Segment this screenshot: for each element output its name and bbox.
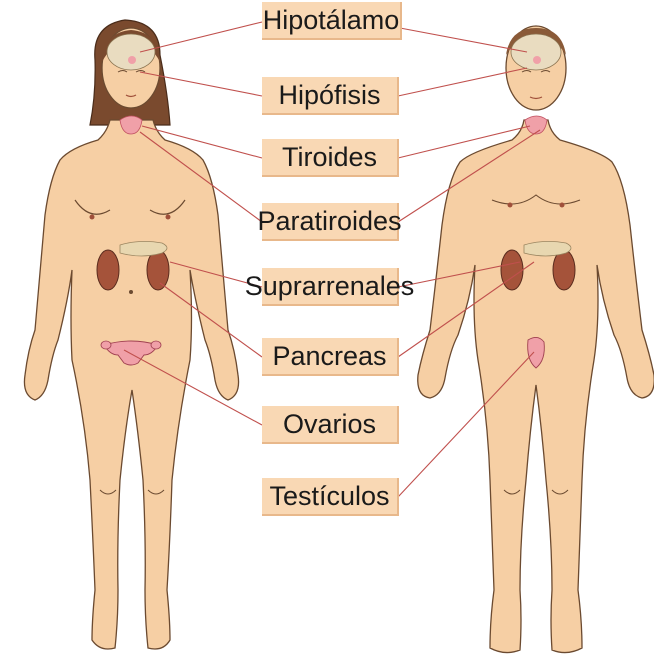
- label-hipofisis: Hipófisis: [262, 77, 399, 115]
- female-kidney-right: [147, 250, 169, 290]
- label-suprarrenales: Suprarrenales: [262, 268, 399, 306]
- label-paratiroides: Paratiroides: [262, 203, 399, 241]
- label-ovarios-text: Ovarios: [283, 411, 376, 438]
- label-ovarios: Ovarios: [262, 406, 399, 444]
- female-figure: [24, 20, 238, 649]
- label-pancreas-text: Pancreas: [272, 343, 386, 370]
- label-hipofisis-text: Hipófisis: [278, 82, 380, 109]
- female-pituitary: [128, 56, 136, 64]
- label-tiroides: Tiroides: [262, 139, 399, 177]
- label-testiculos-text: Testículos: [269, 483, 389, 510]
- label-hipotalamo-text: Hipotálamo: [263, 7, 400, 34]
- male-pituitary: [533, 56, 541, 64]
- label-tiroides-text: Tiroides: [282, 144, 377, 171]
- male-figure: [418, 26, 654, 653]
- label-testiculos: Testículos: [262, 478, 399, 516]
- male-pancreas: [524, 241, 571, 256]
- male-kidney-right: [553, 250, 575, 290]
- male-kidney-left: [501, 250, 523, 290]
- female-kidney-left: [97, 250, 119, 290]
- label-pancreas: Pancreas: [262, 338, 399, 376]
- label-hipotalamo: Hipotálamo: [262, 2, 402, 40]
- label-paratiroides-text: Paratiroides: [257, 208, 401, 235]
- female-pancreas: [120, 241, 167, 256]
- label-suprarrenales-text: Suprarrenales: [245, 273, 415, 300]
